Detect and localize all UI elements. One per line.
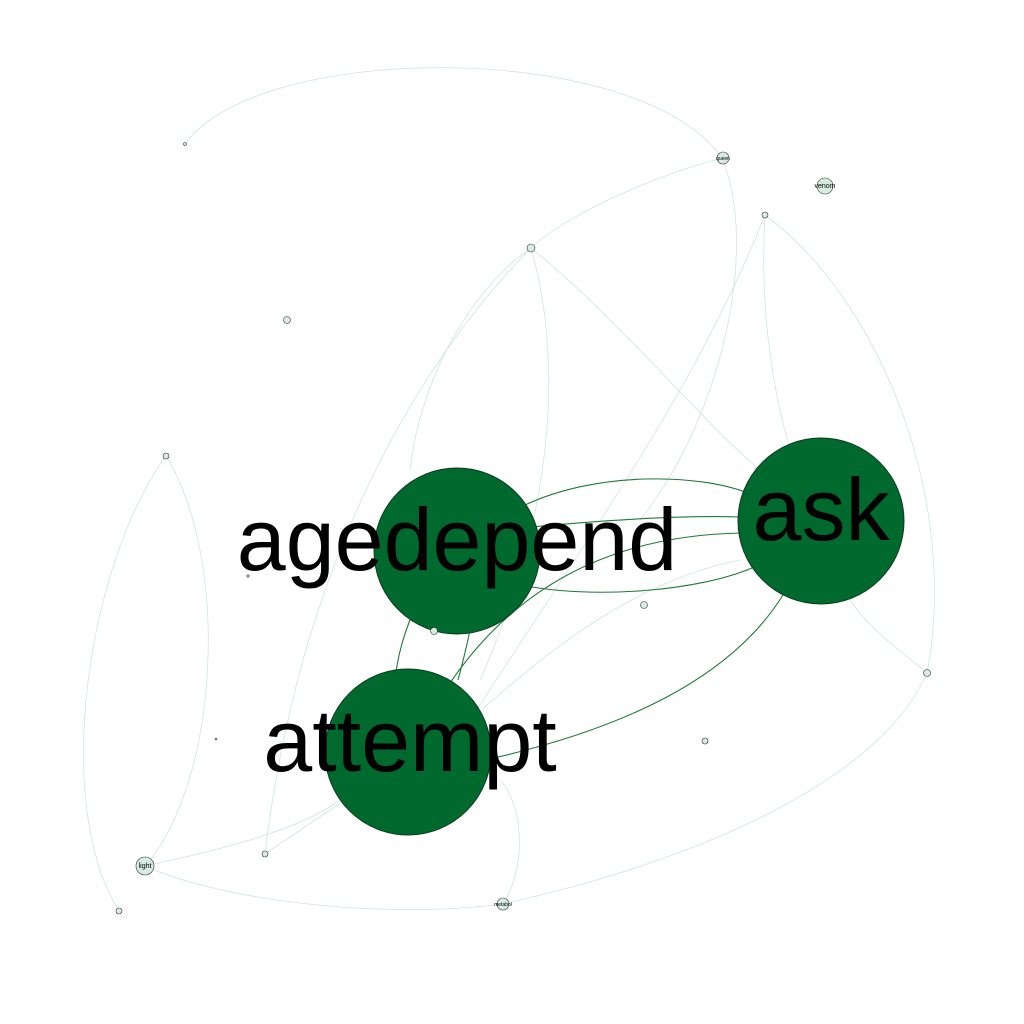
node-185[interactable]	[183, 142, 187, 146]
edge-agedepend-ask-bottom	[519, 567, 753, 593]
node-attempt[interactable]	[324, 668, 492, 836]
edge-node531-agedepend	[409, 247, 532, 471]
edge-agedepend-attempt-left	[395, 619, 411, 673]
node-metabol[interactable]	[496, 897, 510, 911]
node-119[interactable]	[115, 907, 123, 915]
node-531[interactable]	[526, 243, 536, 253]
weak-edges	[83, 67, 935, 912]
edge-agedepend-ask-top	[524, 478, 746, 506]
label-agedepend: agedepend	[237, 490, 677, 589]
label-attempt: attempt	[263, 691, 556, 790]
node-ask[interactable]	[737, 437, 905, 605]
edge-light-node166	[144, 455, 209, 867]
node-765[interactable]	[761, 211, 769, 219]
node-705[interactable]	[701, 737, 709, 745]
edge-agedepend-attempt-right	[457, 629, 471, 681]
edge-node765-right	[764, 214, 935, 674]
node-264[interactable]	[261, 850, 269, 858]
node-light[interactable]	[135, 856, 155, 876]
edge-light-attempt	[144, 799, 341, 867]
label-ask: ask	[753, 460, 891, 559]
node-agedepend[interactable]	[373, 467, 541, 635]
label-venom: venom	[814, 183, 835, 190]
node-166[interactable]	[162, 452, 170, 460]
node-215[interactable]	[214, 737, 218, 741]
label-metabol: metabol	[494, 902, 512, 908]
minor-nodes	[115, 142, 931, 915]
edge-node166-node119	[83, 455, 167, 912]
edge-node765-ask	[763, 214, 791, 451]
edge-node531-ask	[530, 247, 761, 471]
node-434[interactable]	[430, 627, 438, 635]
edge-node926-ask	[849, 599, 928, 674]
edge-queen-node531	[530, 157, 723, 249]
edge-attempt-ask-lower	[484, 594, 784, 761]
node-643[interactable]	[640, 601, 648, 609]
edge-light-metabol	[144, 865, 504, 910]
node-287[interactable]	[283, 316, 291, 324]
edge-node531-light	[264, 247, 532, 855]
node-venom[interactable]	[816, 177, 834, 195]
edge-attempt-ask-upper	[449, 532, 743, 684]
edge-queen-attempt	[639, 157, 737, 521]
node-926[interactable]	[923, 669, 931, 677]
node-248[interactable]	[246, 574, 250, 578]
edge-queen-top-arc	[184, 67, 723, 159]
node-queen[interactable]	[716, 151, 730, 165]
edge-node765-attempt	[469, 214, 766, 721]
label-light: light	[139, 863, 152, 870]
edge-node926-metabol	[502, 672, 928, 905]
label-queen: queen	[716, 156, 730, 162]
edge-agedepend-ask-weak	[469, 559, 741, 721]
edge-metabol-attempt	[499, 779, 520, 905]
